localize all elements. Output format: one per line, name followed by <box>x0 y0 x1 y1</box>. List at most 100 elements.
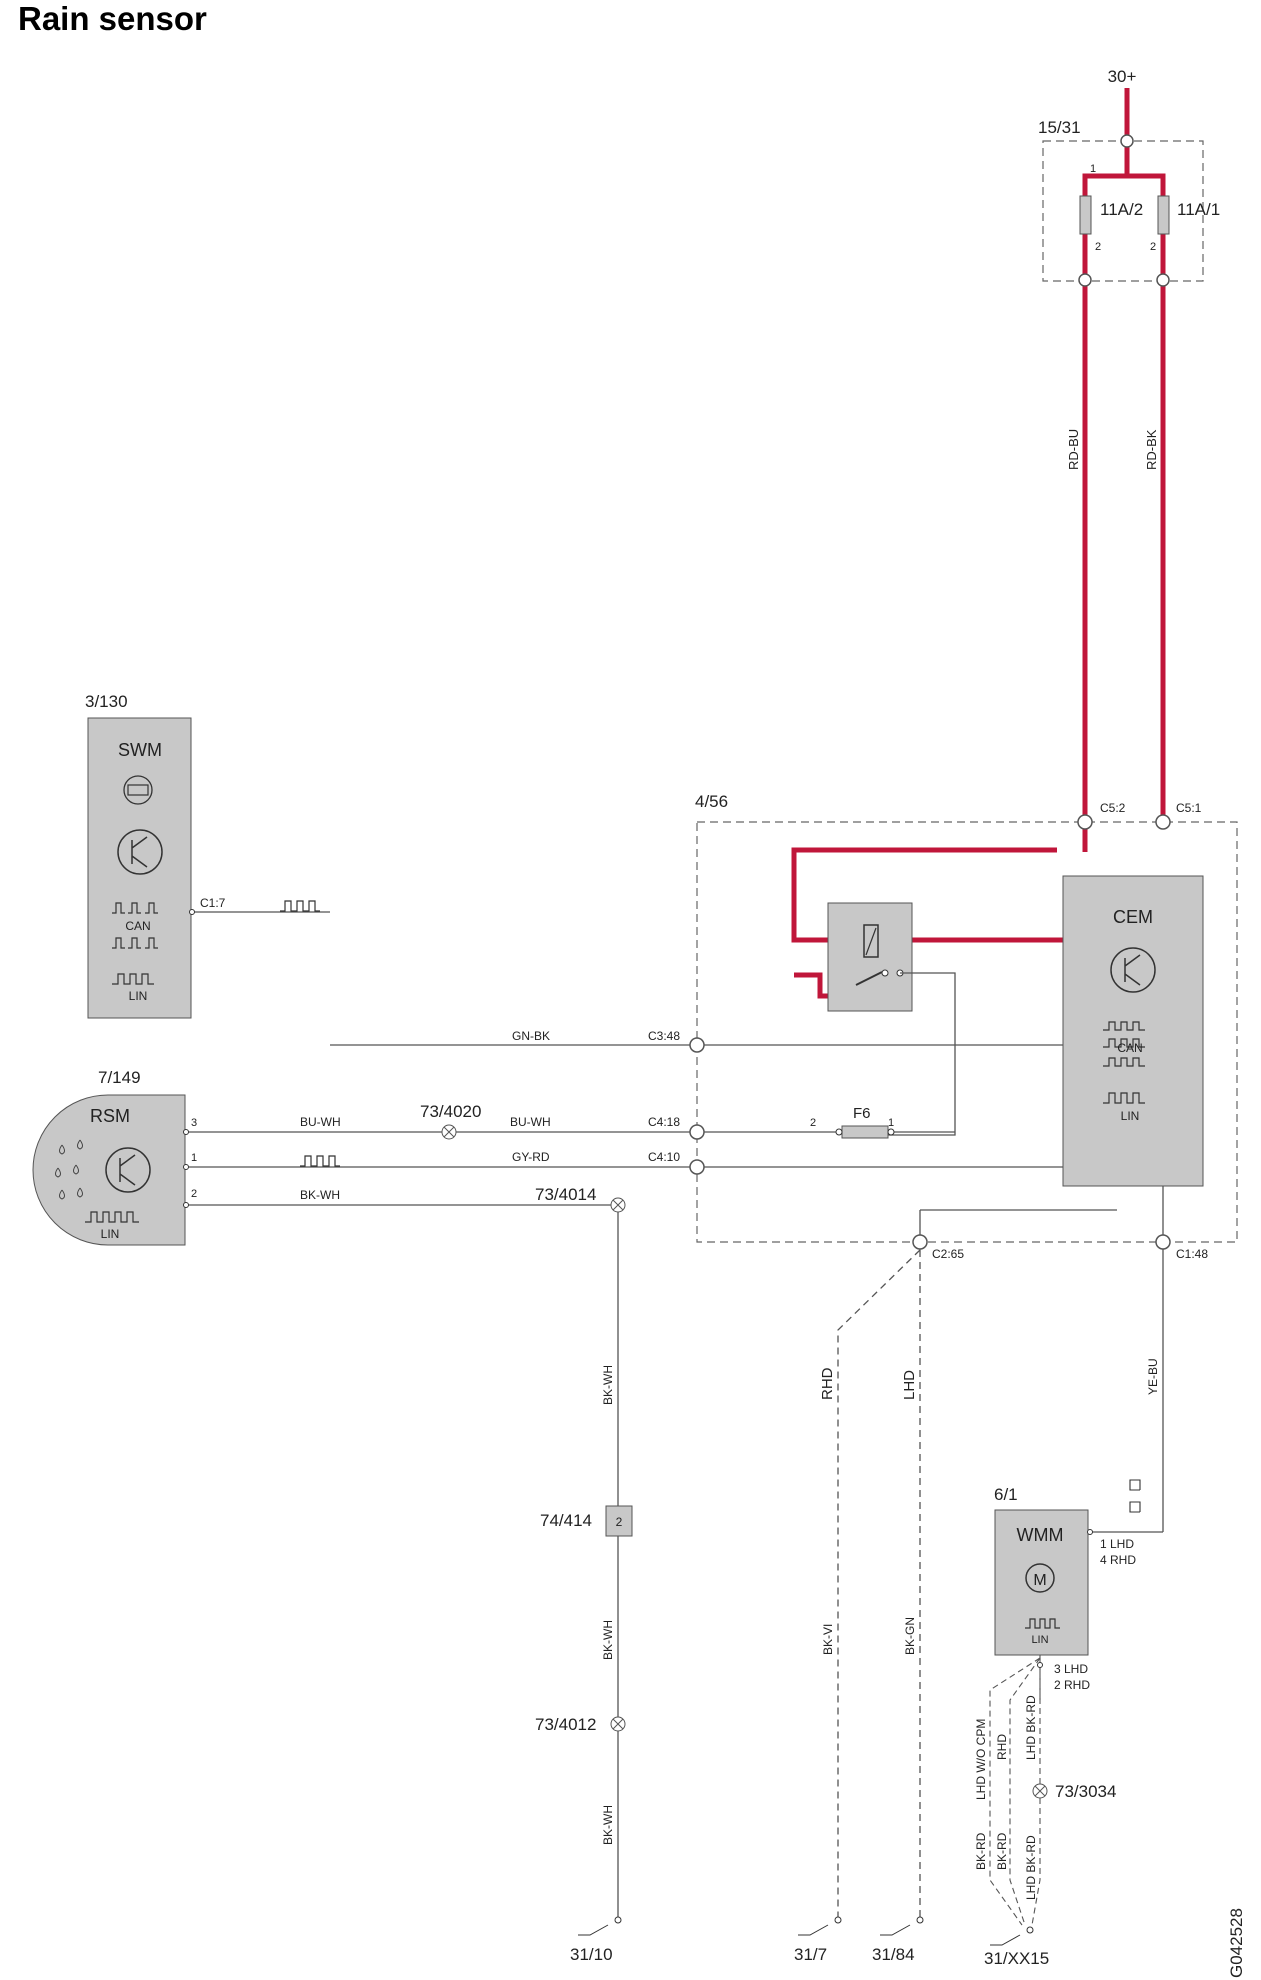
wire-ye-bu: YE-BU <box>1146 1358 1160 1395</box>
cem-signal-icon <box>1103 1021 1145 1104</box>
swm-signal-icon <box>112 902 158 985</box>
power-wires <box>791 88 1166 999</box>
connector-c5-2 <box>1077 814 1093 830</box>
c5-1-label: C5:1 <box>1176 801 1202 815</box>
connector-c4-10 <box>689 1159 705 1175</box>
wmm-ground-harness <box>989 1655 1041 1926</box>
wire-bk-vi: BK-VI <box>821 1624 835 1655</box>
wmm-pin-b: 3 LHD <box>1054 1662 1088 1676</box>
connector-c4-18 <box>689 1124 705 1140</box>
f6-pin1: 1 <box>888 1117 894 1129</box>
ground-31-84: 31/84 <box>872 1945 915 1964</box>
fuse-f6 <box>841 1125 889 1139</box>
j414-label: 74/414 <box>540 1511 592 1530</box>
c4-18-label: C4:18 <box>648 1115 680 1129</box>
c5-2-label: C5:2 <box>1100 801 1126 815</box>
connector-c3-48 <box>689 1037 705 1053</box>
rsm-name: RSM <box>90 1106 130 1126</box>
connector-c5-1 <box>1155 814 1171 830</box>
rsm-ref: 7/149 <box>98 1068 141 1087</box>
transistor-icon <box>105 1147 151 1193</box>
cem-ref: 4/56 <box>695 792 728 811</box>
swm-can: CAN <box>125 919 150 933</box>
wire-lhd-bkrd: LHD BK-RD <box>1024 1695 1038 1760</box>
rsm-pin1: 1 <box>191 1152 197 1164</box>
wire-bk-wh-h: BK-WH <box>300 1188 340 1202</box>
swm-ref: 3/130 <box>85 692 128 711</box>
ground-31-xx15: 31/XX15 <box>984 1949 1049 1968</box>
motor-icon <box>1025 1563 1055 1593</box>
wire-rd-bk: RD-BK <box>1144 429 1159 470</box>
fuse-left-label: 11A/2 <box>1100 200 1143 219</box>
connector-74-414 <box>605 1505 633 1537</box>
transistor-icon <box>117 829 163 875</box>
sensor-icon <box>123 775 153 805</box>
c2-65-label: C2:65 <box>932 1247 964 1261</box>
swm-lin: LIN <box>129 989 148 1003</box>
connector-c2-65 <box>912 1234 928 1250</box>
splice-4020-label: 73/4020 <box>420 1102 481 1121</box>
fuse-right-node <box>1156 273 1170 287</box>
wire-bu-wh-1: BU-WH <box>300 1115 341 1129</box>
swm-box <box>87 717 192 1019</box>
transistor-icon <box>1110 947 1156 993</box>
wire-rd-bu: RD-BU <box>1066 429 1081 470</box>
fuse-pin1: 1 <box>1090 163 1096 175</box>
wire-lhd-wocpm: LHD W/O CPM <box>974 1719 988 1800</box>
f6-pin2: 2 <box>810 1117 816 1129</box>
c4-10-label: C4:10 <box>648 1150 680 1164</box>
cem-transistor-symbol <box>1124 954 1141 986</box>
wire-rhd2: RHD <box>995 1734 1009 1760</box>
rsm-pin2: 2 <box>191 1188 197 1200</box>
relay-coil <box>863 924 879 958</box>
wire-gn-bk: GN-BK <box>512 1029 550 1043</box>
c1-48-label: C1:48 <box>1176 1247 1208 1261</box>
fuse-left-node <box>1078 273 1092 287</box>
wmm-pin-a: 1 LHD <box>1100 1537 1134 1551</box>
fusebox-ref: 15/31 <box>1038 118 1081 137</box>
wmm-lin: LIN <box>1031 1634 1048 1646</box>
rsm-lin: LIN <box>101 1227 120 1241</box>
wire-bk-wh-v1: BK-WH <box>601 1365 615 1405</box>
diagram-title: Rain sensor <box>18 0 207 37</box>
wire-gy-rd: GY-RD <box>512 1150 550 1164</box>
supply-node <box>1120 134 1134 148</box>
wire-bk-rd-2: BK-RD <box>995 1832 1009 1870</box>
cem-box <box>1062 875 1204 1187</box>
wire-bk-wh-v2: BK-WH <box>601 1620 615 1660</box>
wire-lhd-bkrd2: LHD BK-RD <box>1024 1835 1038 1900</box>
fuse-right <box>1157 195 1170 235</box>
fuse-right-pin2: 2 <box>1150 241 1156 253</box>
rsm-box <box>32 1094 186 1246</box>
wire-bu-wh-2: BU-WH <box>510 1115 551 1129</box>
figure-id: G042528 <box>1227 1908 1246 1978</box>
wmm-pin-b2: 2 RHD <box>1054 1678 1090 1692</box>
wire-bk-wh-v3: BK-WH <box>601 1805 615 1845</box>
cem-lin: LIN <box>1121 1109 1140 1123</box>
ground-31-10: 31/10 <box>570 1945 613 1964</box>
cem-outline <box>696 821 1238 1243</box>
connector-c1-48 <box>1155 1234 1171 1250</box>
wmm-name: WMM <box>1017 1525 1064 1545</box>
splice-3034-label: 73/3034 <box>1055 1782 1116 1801</box>
splice-4012-label: 73/4012 <box>535 1715 596 1734</box>
cem-can: CAN <box>1117 1041 1142 1055</box>
c3-48-label: C3:48 <box>648 1029 680 1043</box>
wmm-pin-a2: 4 RHD <box>1100 1553 1136 1567</box>
f6-label: F6 <box>853 1105 871 1122</box>
swm-pin: C1:7 <box>200 896 226 910</box>
wire-lhd: LHD <box>901 1370 918 1400</box>
rsm-pin3: 3 <box>191 1117 197 1129</box>
wmm-ref: 6/1 <box>994 1485 1018 1504</box>
wire-bk-rd-1: BK-RD <box>974 1832 988 1870</box>
fuse-left-pin2: 2 <box>1095 241 1101 253</box>
splice-4014-label: 73/4014 <box>535 1185 596 1204</box>
raindrops-icon <box>55 1139 83 1200</box>
motor-glyph: M <box>1033 1572 1046 1589</box>
fuse-right-label: 11A/1 <box>1177 200 1220 219</box>
signal-wires <box>186 1044 1164 1920</box>
supply-label: 30+ <box>1108 67 1137 86</box>
wmm-box <box>994 1509 1089 1656</box>
swm-name: SWM <box>118 740 162 760</box>
j414-pin: 2 <box>616 1515 623 1529</box>
